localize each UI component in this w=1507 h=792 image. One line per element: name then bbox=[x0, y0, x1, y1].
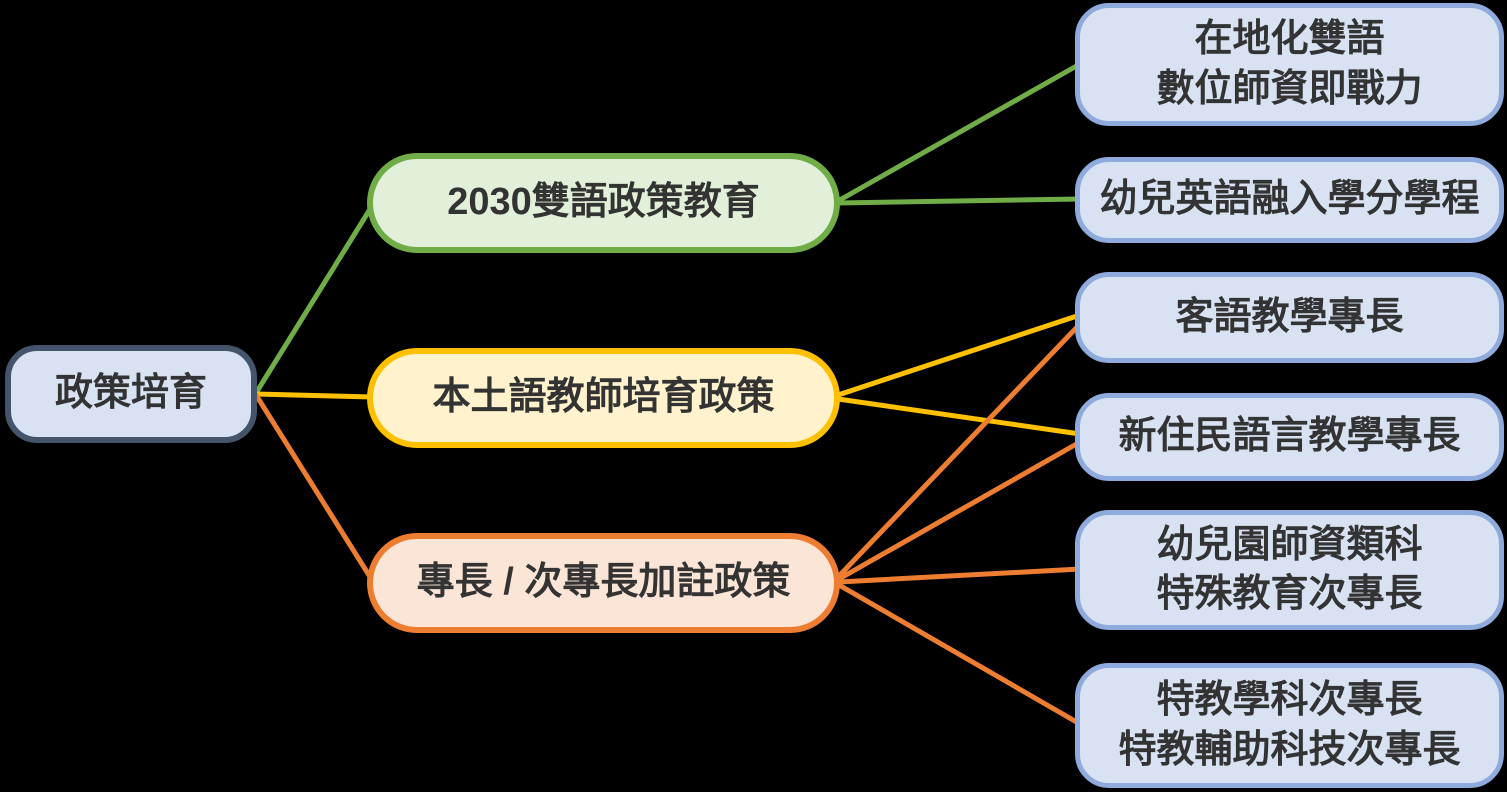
node-leaf-sped-subject-assistive: 特教學科次專長 特教輔助科技次專長 bbox=[1075, 663, 1504, 788]
node-leaf-hakka-teaching-label: 客語教學專長 bbox=[1175, 295, 1404, 338]
node-leaf-preschool-sped: 幼兒園師資類科 特殊教育次專長 bbox=[1075, 510, 1504, 630]
node-leaf-preschool-sped-label: 幼兒園師資類科 特殊教育次專長 bbox=[1156, 523, 1423, 615]
node-leaf-new-immigrant-language: 新住民語言教學專長 bbox=[1075, 393, 1504, 481]
node-root-label: 政策培育 bbox=[54, 372, 207, 415]
node-branch-specialty: 專長 / 次專長加註政策 bbox=[367, 533, 840, 633]
edge-specialty-to-sped-subject bbox=[836, 582, 1083, 727]
edge-bilingual-to-preschool-english bbox=[835, 196, 1083, 206]
edge-root-to-native-language bbox=[253, 391, 375, 400]
edge-specialty-to-hakka bbox=[836, 321, 1083, 579]
node-leaf-preschool-english-credit: 幼兒英語融入學分學程 bbox=[1075, 157, 1504, 243]
node-branch-bilingual-2030: 2030雙語政策教育 bbox=[367, 153, 840, 253]
edge-root-to-specialty bbox=[253, 392, 375, 583]
node-branch-specialty-label: 專長 / 次專長加註政策 bbox=[416, 561, 791, 604]
edge-specialty-to-immigrant bbox=[836, 439, 1083, 582]
node-root: 政策培育 bbox=[5, 345, 257, 443]
node-branch-native-language: 本土語教師培育政策 bbox=[367, 348, 840, 448]
edge-native-to-immigrant bbox=[835, 396, 1083, 437]
edge-bilingual-to-localized bbox=[835, 61, 1083, 204]
node-leaf-localized-bilingual: 在地化雙語 數位師資即戰力 bbox=[1075, 3, 1504, 126]
edge-specialty-to-preschool-sped bbox=[836, 566, 1083, 585]
node-leaf-hakka-teaching: 客語教學專長 bbox=[1075, 272, 1504, 363]
edge-root-to-bilingual bbox=[253, 203, 375, 396]
node-leaf-new-immigrant-language-label: 新住民語言教學專長 bbox=[1118, 415, 1461, 458]
node-leaf-localized-bilingual-label: 在地化雙語 數位師資即戰力 bbox=[1156, 18, 1423, 110]
node-branch-native-language-label: 本土語教師培育政策 bbox=[432, 376, 775, 419]
node-leaf-sped-subject-assistive-label: 特教學科次專長 特教輔助科技次專長 bbox=[1118, 679, 1461, 771]
edge-native-to-hakka bbox=[835, 312, 1083, 398]
node-branch-bilingual-2030-label: 2030雙語政策教育 bbox=[447, 181, 760, 224]
node-leaf-preschool-english-credit-label: 幼兒英語融入學分學程 bbox=[1099, 178, 1480, 221]
